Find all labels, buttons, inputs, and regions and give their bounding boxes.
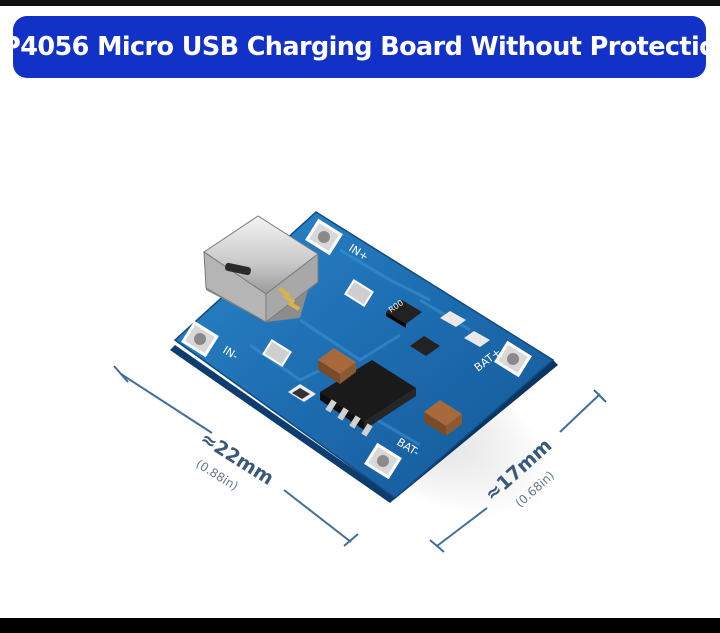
led — [440, 311, 466, 327]
dimension-line-length — [113, 365, 359, 547]
pcb-board: IN+ IN- BAT+ BAT- R00 — [170, 211, 558, 503]
banner-title: TP4056 Micro USB Charging Board Without … — [0, 32, 720, 62]
led — [464, 331, 490, 347]
top-edge-bar — [0, 0, 720, 6]
capacitor — [424, 400, 462, 436]
micro-usb-connector — [203, 215, 319, 324]
pad-bat-minus — [364, 442, 402, 480]
title-banner: TP4056 Micro USB Charging Board Without … — [0, 16, 720, 78]
resistor — [410, 336, 440, 356]
pad-bat-plus — [494, 340, 532, 378]
solder-pad — [344, 279, 374, 307]
charger-ic — [320, 360, 416, 437]
solder-pad — [262, 339, 292, 367]
dimension-line-width — [429, 389, 607, 553]
resistor — [288, 384, 316, 402]
pad-in-minus — [181, 320, 219, 358]
bottom-edge-bar — [0, 618, 720, 633]
capacitor — [318, 348, 356, 384]
resistor — [386, 300, 422, 328]
pad-in-plus — [305, 218, 343, 256]
